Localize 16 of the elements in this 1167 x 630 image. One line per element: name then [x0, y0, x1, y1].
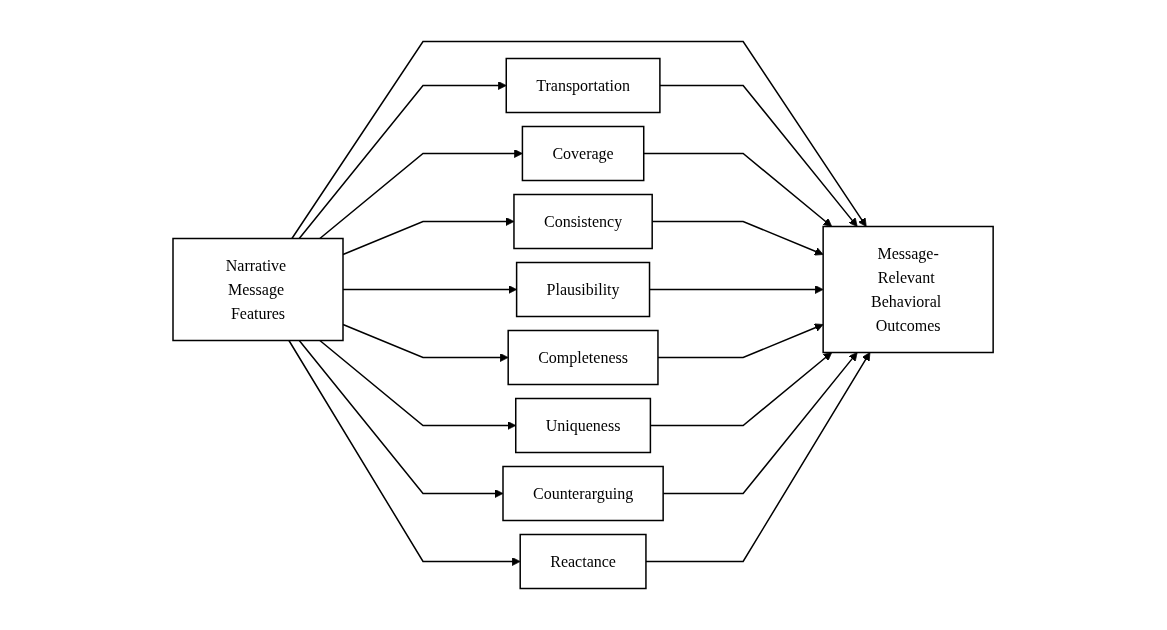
node-box: Completeness [507, 329, 660, 386]
node-box: Plausibility [516, 261, 651, 318]
node-box: Coverage [522, 125, 645, 182]
node-box: Transportation [505, 57, 662, 114]
arrow [298, 339, 504, 498]
arrow [649, 285, 824, 294]
node-box: Message-Relevant Behavioral Outcomes [822, 225, 995, 354]
arrow [650, 352, 833, 427]
node-box: Narrative Message Features [172, 237, 345, 342]
node-box: Reactance [519, 533, 648, 590]
arrow [288, 339, 521, 566]
node-box: Uniqueness [515, 397, 652, 454]
arrow [291, 40, 868, 240]
arrow [319, 339, 517, 430]
node-box: Counterarguing [502, 465, 665, 522]
node-box: Consistency [513, 193, 654, 250]
